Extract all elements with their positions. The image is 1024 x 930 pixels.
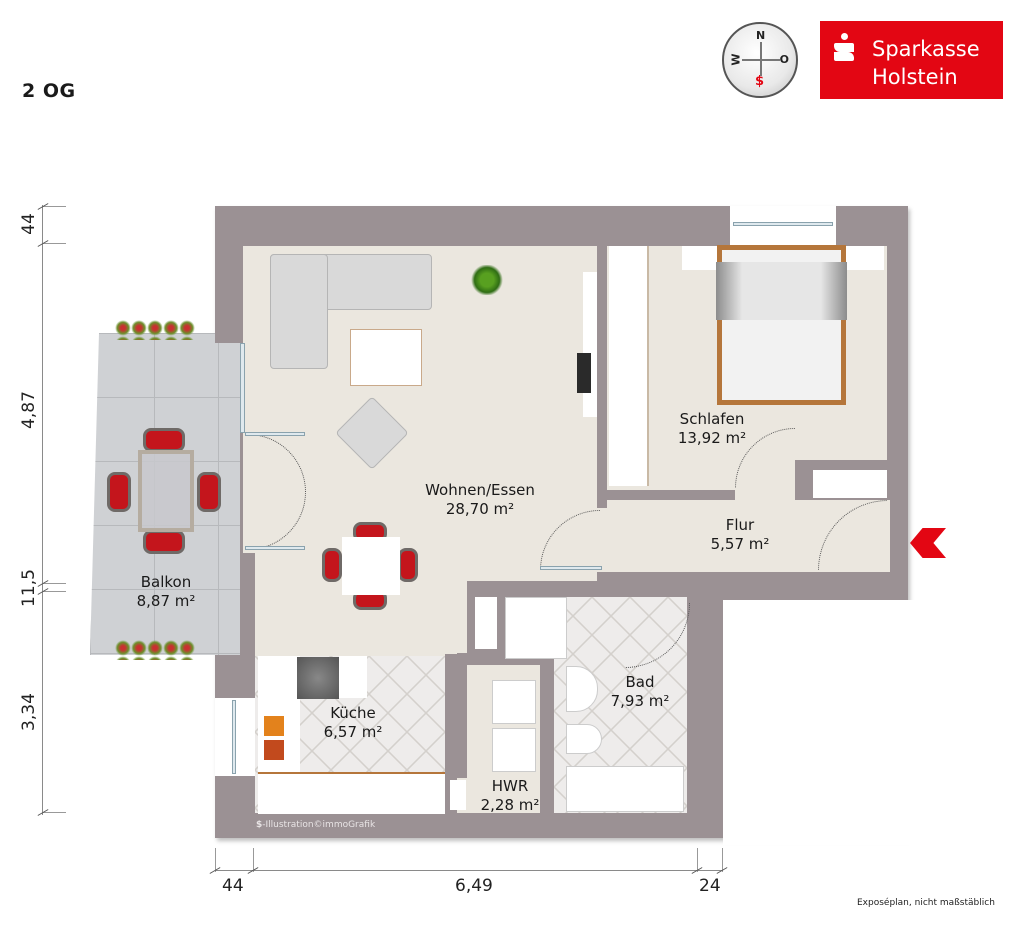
room-area: 7,93 m² — [610, 692, 670, 710]
sparkasse-logo: Sparkasse Holstein — [820, 21, 1003, 99]
balcony-table — [138, 450, 194, 532]
flower-box-icon — [115, 640, 195, 660]
horizontal-dimension-line — [215, 870, 723, 871]
chair — [107, 472, 131, 512]
compass-icon: N W O $ — [722, 22, 798, 98]
bathtub — [566, 766, 684, 812]
room-area: 2,28 m² — [480, 796, 540, 814]
dimension-extension — [42, 206, 66, 207]
room-area: 6,57 m² — [323, 723, 383, 741]
room-label-bad: Bad 7,93 m² — [595, 673, 685, 711]
dimension-label: 24 — [699, 876, 721, 896]
dimension-label: 44 — [222, 876, 244, 896]
door-leaf — [540, 566, 602, 570]
dimension-extension — [42, 812, 66, 813]
dimension-extension — [42, 243, 66, 244]
room-label-hwr: HWR 2,28 m² — [470, 777, 550, 815]
plant-icon — [470, 265, 504, 295]
room-label-wohnen-essen: Wohnen/Essen 28,70 m² — [405, 481, 555, 519]
flower-box-icon — [115, 320, 195, 340]
room-name: Bad — [625, 673, 655, 691]
chair — [143, 530, 185, 554]
fruit-basket-icon — [264, 716, 284, 760]
logo-line-2: Holstein — [872, 65, 958, 89]
illustration-credit: $-Illustration©immoGrafik — [256, 820, 375, 830]
sparkasse-s-icon — [834, 33, 854, 63]
tv — [577, 353, 591, 393]
room-name: Flur — [725, 516, 755, 534]
dimension-extension — [42, 591, 66, 592]
chair — [398, 548, 418, 582]
dimension-label: 6,49 — [455, 876, 493, 896]
room-name: HWR — [491, 777, 529, 795]
kitchen-counter — [258, 772, 445, 814]
room-name: Balkon — [140, 573, 192, 591]
stove — [297, 657, 339, 699]
room-area: 8,87 m² — [136, 592, 196, 610]
washing-machine — [492, 680, 536, 724]
room-label-flur: Flur 5,57 m² — [695, 516, 785, 554]
room-label-kueche: Küche 6,57 m² — [308, 704, 398, 742]
chair — [143, 428, 185, 452]
logo-line-1: Sparkasse — [872, 37, 980, 61]
compass-east: O — [779, 53, 789, 66]
compass-south-mark: $ — [755, 74, 765, 89]
vertical-dimension-line — [42, 205, 43, 815]
room-label-schlafen: Schlafen 13,92 m² — [662, 410, 762, 448]
coffee-table — [350, 329, 422, 386]
sparkasse-s-icon: $ — [256, 820, 263, 830]
room-label-balkon: Balkon 8,87 m² — [118, 573, 214, 611]
room-name: Wohnen/Essen — [425, 481, 535, 499]
room-name: Schlafen — [679, 410, 745, 428]
shower — [505, 597, 567, 659]
compass-north: N — [756, 29, 766, 42]
footnote: Exposéplan, nicht maßstäblich — [857, 898, 995, 908]
floor-label: 2 OG — [22, 80, 76, 102]
dining-table — [342, 537, 400, 595]
hall-cabinet — [813, 470, 887, 498]
door-leaf — [245, 546, 305, 550]
room-area: 5,57 m² — [710, 535, 770, 553]
credit-text: -Illustration©immoGrafik — [262, 820, 376, 830]
room-name: Küche — [330, 704, 376, 722]
sink — [566, 666, 598, 712]
tv-board — [583, 272, 597, 417]
sofa — [270, 254, 328, 369]
entrance-arrow-icon — [910, 528, 946, 558]
bed-blanket — [716, 262, 847, 320]
door-leaf — [245, 432, 305, 436]
toilet — [566, 724, 602, 754]
dryer — [492, 728, 536, 772]
room-area: 28,70 m² — [445, 500, 515, 518]
chair — [197, 472, 221, 512]
dimension-extension — [42, 583, 66, 584]
compass-needle — [742, 59, 780, 61]
wardrobe — [609, 246, 649, 486]
room-area: 13,92 m² — [677, 429, 747, 447]
window — [232, 700, 236, 774]
chair — [322, 548, 342, 582]
window — [733, 222, 833, 226]
window — [240, 343, 245, 433]
